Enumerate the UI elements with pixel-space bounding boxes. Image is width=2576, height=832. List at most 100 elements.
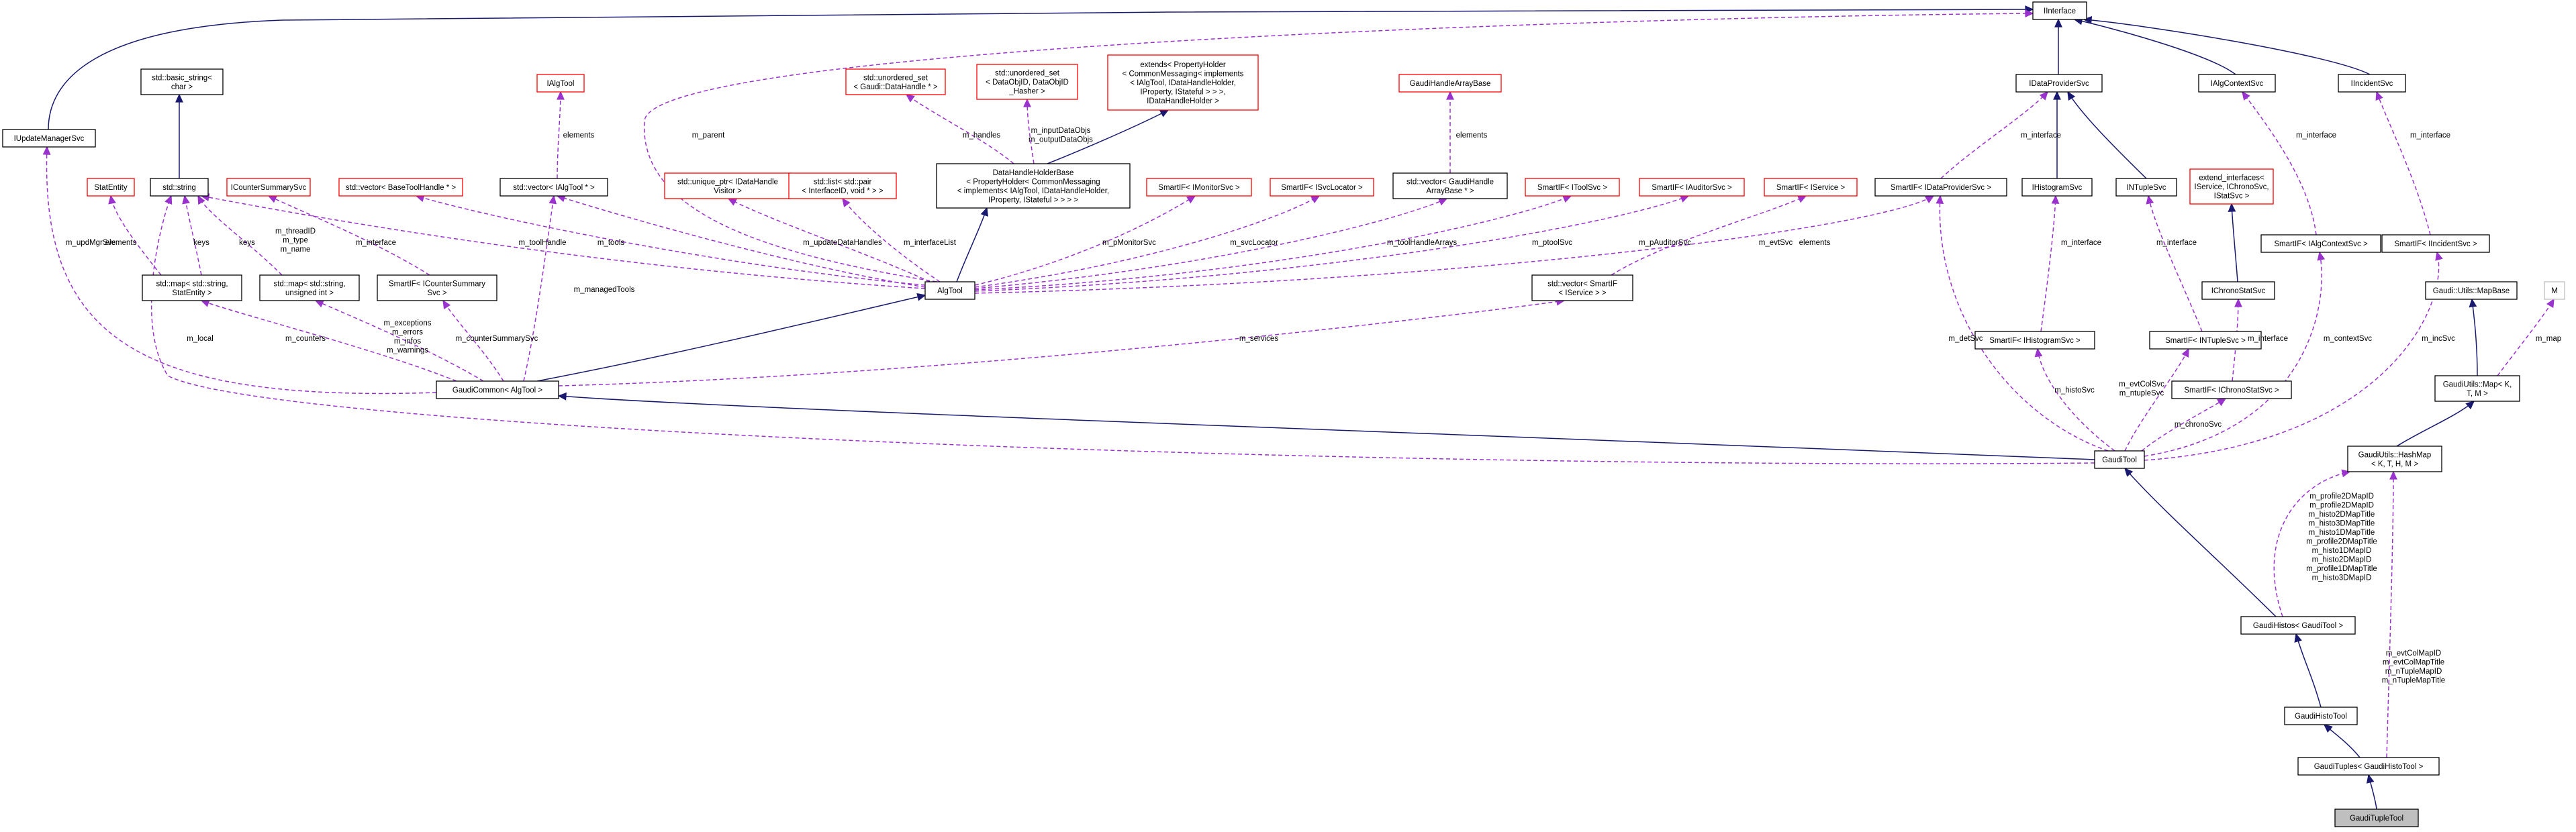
class-node-map-statentity[interactable]: std::map< std::string,StatEntity >	[142, 274, 242, 301]
class-node-smartif-iauditorsvc[interactable]: SmartIF< IAuditorSvc >	[1639, 178, 1745, 197]
class-node-unordered-set-dataobjid[interactable]: std::unordered_set< DataObjID, DataObjID…	[976, 64, 1078, 100]
edge-label-line: m_name	[281, 246, 311, 254]
class-node-intuplesvc[interactable]: INTupleSvc	[2115, 178, 2177, 197]
class-box	[2338, 74, 2406, 93]
class-node-gaudihistotool[interactable]: GaudiHistoTool	[2284, 707, 2358, 725]
class-name-line: < InterfaceID, void * > >	[802, 187, 883, 195]
class-name-line: < CommonMessaging< implements	[1123, 70, 1244, 79]
class-name-line: StatEntity >	[172, 289, 211, 297]
edge-label: m_detSvc	[1948, 335, 1983, 343]
class-box	[2434, 375, 2520, 402]
class-node-gauditool[interactable]: GaudiTool	[2094, 450, 2145, 469]
class-node-unordered-set-datahandle[interactable]: std::unordered_set< Gaudi::DataHandle * …	[845, 68, 946, 95]
class-node-smartif-ichronostatsvc[interactable]: SmartIF< IChronoStatSvc >	[2171, 380, 2292, 399]
class-node-vec-ialgtool[interactable]: std::vector< IAlgTool * >	[499, 178, 608, 197]
usage-edge	[2040, 195, 2056, 332]
class-name: SmartIF< IDataProviderSvc >	[1891, 184, 1991, 192]
class-node-hashmap[interactable]: GaudiUtils::HashMap< K, T, H, M >	[2347, 446, 2442, 472]
edge-label: elements	[563, 132, 595, 140]
edge-label-line: m_toolHandleArrays	[1387, 239, 1457, 247]
class-node-ichronostatsvc[interactable]: IChronoStatSvc	[2201, 281, 2275, 300]
arrowhead	[2242, 91, 2250, 101]
class-node-mapbase[interactable]: Gaudi::Utils::MapBase	[2425, 281, 2518, 300]
class-name: SmartIF< IIncidentSvc >	[2394, 240, 2477, 248]
class-name-line: std::unique_ptr< IDataHandle	[677, 178, 778, 186]
class-name: GaudiTupleTool	[2350, 815, 2403, 823]
class-box	[2115, 178, 2177, 197]
class-name-line: std::unordered_set	[995, 70, 1060, 78]
class-node-list-pair[interactable]: std::list< std::pair< InterfaceID, void …	[788, 172, 897, 199]
class-node-smartif-ialgcontextsvc[interactable]: SmartIF< IAlgContextSvc >	[2260, 234, 2381, 253]
edge-gauditupletool-to-gaudituples	[2366, 774, 2377, 810]
class-node-vec-basetoolhandle[interactable]: std::vector< BaseToolHandle * >	[338, 178, 463, 197]
class-node-algtool[interactable]: AlgTool	[924, 281, 975, 300]
arrowhead	[2435, 251, 2443, 261]
edge-label-line: m_histoSvc	[2054, 386, 2095, 395]
arrowhead	[916, 293, 926, 301]
class-node-smartif-imonitorsvc[interactable]: SmartIF< IMonitorSvc >	[1146, 178, 1252, 197]
class-node-smartif-itoolsvc[interactable]: SmartIF< IToolSvc >	[1525, 178, 1620, 197]
class-node-gaudihistos[interactable]: GaudiHistos< GaudiTool >	[2240, 616, 2356, 635]
class-name-line: < IService > >	[1558, 289, 1607, 297]
class-node-ialgcontextsvc[interactable]: IAlgContextSvc	[2198, 74, 2276, 93]
class-name-line: SmartIF< IHistogramSvc >	[1989, 337, 2081, 345]
arrowhead	[267, 195, 278, 203]
class-node-datahandleholderbase[interactable]: DataHandleHolderBase< PropertyHolder< Co…	[936, 163, 1131, 209]
arrowhead	[175, 93, 183, 103]
class-node-statentity[interactable]: StatEntity	[87, 178, 135, 197]
class-node-idataprovidersvc[interactable]: IDataProviderSvc	[2015, 74, 2103, 93]
class-node-std-string[interactable]: std::string	[150, 178, 209, 197]
class-name-line: ICounterSummarySvc	[231, 184, 307, 192]
class-box	[2425, 281, 2518, 300]
edge-label-line: elements	[1456, 132, 1488, 140]
class-name-line: GaudiUtils::HashMap	[2358, 451, 2432, 459]
class-name-line: < implements< IAlgTool, IDataHandleHolde…	[957, 187, 1109, 195]
class-node-basic-string[interactable]: std::basic_string<char >	[140, 68, 224, 95]
arrowhead	[2034, 348, 2043, 358]
usage-edge	[2124, 348, 2189, 452]
arrowhead	[2294, 633, 2302, 643]
class-name-line: ArrayBase * >	[1426, 187, 1474, 195]
class-node-iinterface[interactable]: IInterface	[2032, 1, 2087, 20]
class-box	[2260, 234, 2381, 253]
class-node-gaudihandlearraybase[interactable]: GaudiHandleArrayBase	[1398, 74, 1502, 93]
class-node-m[interactable]: M	[2544, 281, 2565, 300]
edge-gaudicommon-to-vec-smartif-iservice	[558, 297, 1566, 386]
edge-algtool-to-smartif-idataprovidersvc	[974, 195, 1935, 294]
edge-algtool-to-iinterface	[644, 9, 2034, 282]
class-name-line: std::vector< BaseToolHandle * >	[346, 184, 457, 192]
arrowhead	[2465, 401, 2475, 410]
class-node-icountersummarysvc[interactable]: ICounterSummarySvc	[226, 178, 311, 197]
class-name: GaudiHistoTool	[2295, 713, 2347, 721]
class-node-gaudiutils-map[interactable]: GaudiUtils::Map< K,T, M >	[2434, 375, 2520, 402]
edge-label-line: m_interface	[2156, 239, 2197, 247]
class-node-smartif-ihistogramsvc[interactable]: SmartIF< IHistogramSvc >	[1974, 331, 2095, 350]
class-node-gaudituples[interactable]: GaudiTuples< GaudiHistoTool >	[2297, 757, 2440, 776]
class-node-smartif-idataprovidersvc[interactable]: SmartIF< IDataProviderSvc >	[1874, 178, 2007, 197]
class-node-vec-smartif-iservice[interactable]: std::vector< SmartIF< IService > >	[1531, 274, 1633, 301]
class-node-iupdatemanagersvc[interactable]: IUpdateManagerSvc	[2, 129, 96, 148]
class-node-extends-propertyholder[interactable]: extends< PropertyHolder< CommonMessaging…	[1107, 54, 1259, 111]
inheritance-edge	[2295, 633, 2322, 708]
class-node-extend-interfaces[interactable]: extend_interfaces<IService, IChronoSvc,I…	[2189, 168, 2274, 205]
class-name-line: Visitor >	[714, 187, 742, 195]
class-node-ialgtool[interactable]: IAlgTool	[536, 74, 585, 93]
class-node-map-uint[interactable]: std::map< std::string,unsigned int >	[259, 274, 360, 301]
class-node-iincidentsvc[interactable]: IIncidentSvc	[2338, 74, 2406, 93]
class-node-ihistogramsvc[interactable]: IHistogramSvc	[2021, 178, 2093, 197]
class-node-smartif-iservice[interactable]: SmartIF< IService >	[1764, 178, 1858, 197]
arrowhead	[2317, 251, 2326, 261]
class-node-smartif-isvclocator[interactable]: SmartIF< ISvcLocator >	[1270, 178, 1374, 197]
class-name-line: GaudiTupleTool	[2350, 815, 2403, 823]
edge-gaudicommon-to-algtool	[536, 293, 926, 382]
class-node-smartif-intuplesvc[interactable]: SmartIF< INTupleSvc >	[2149, 331, 2262, 350]
edge-label: m_interface	[356, 239, 396, 247]
edge-label: m_managedTools	[574, 286, 635, 294]
class-name-line: SmartIF< IIncidentSvc >	[2394, 240, 2477, 248]
class-node-smartif-iincidentsvc[interactable]: SmartIF< IIncidentSvc >	[2381, 234, 2490, 253]
class-node-gaudicommon[interactable]: GaudiCommon< AlgTool >	[436, 380, 559, 399]
